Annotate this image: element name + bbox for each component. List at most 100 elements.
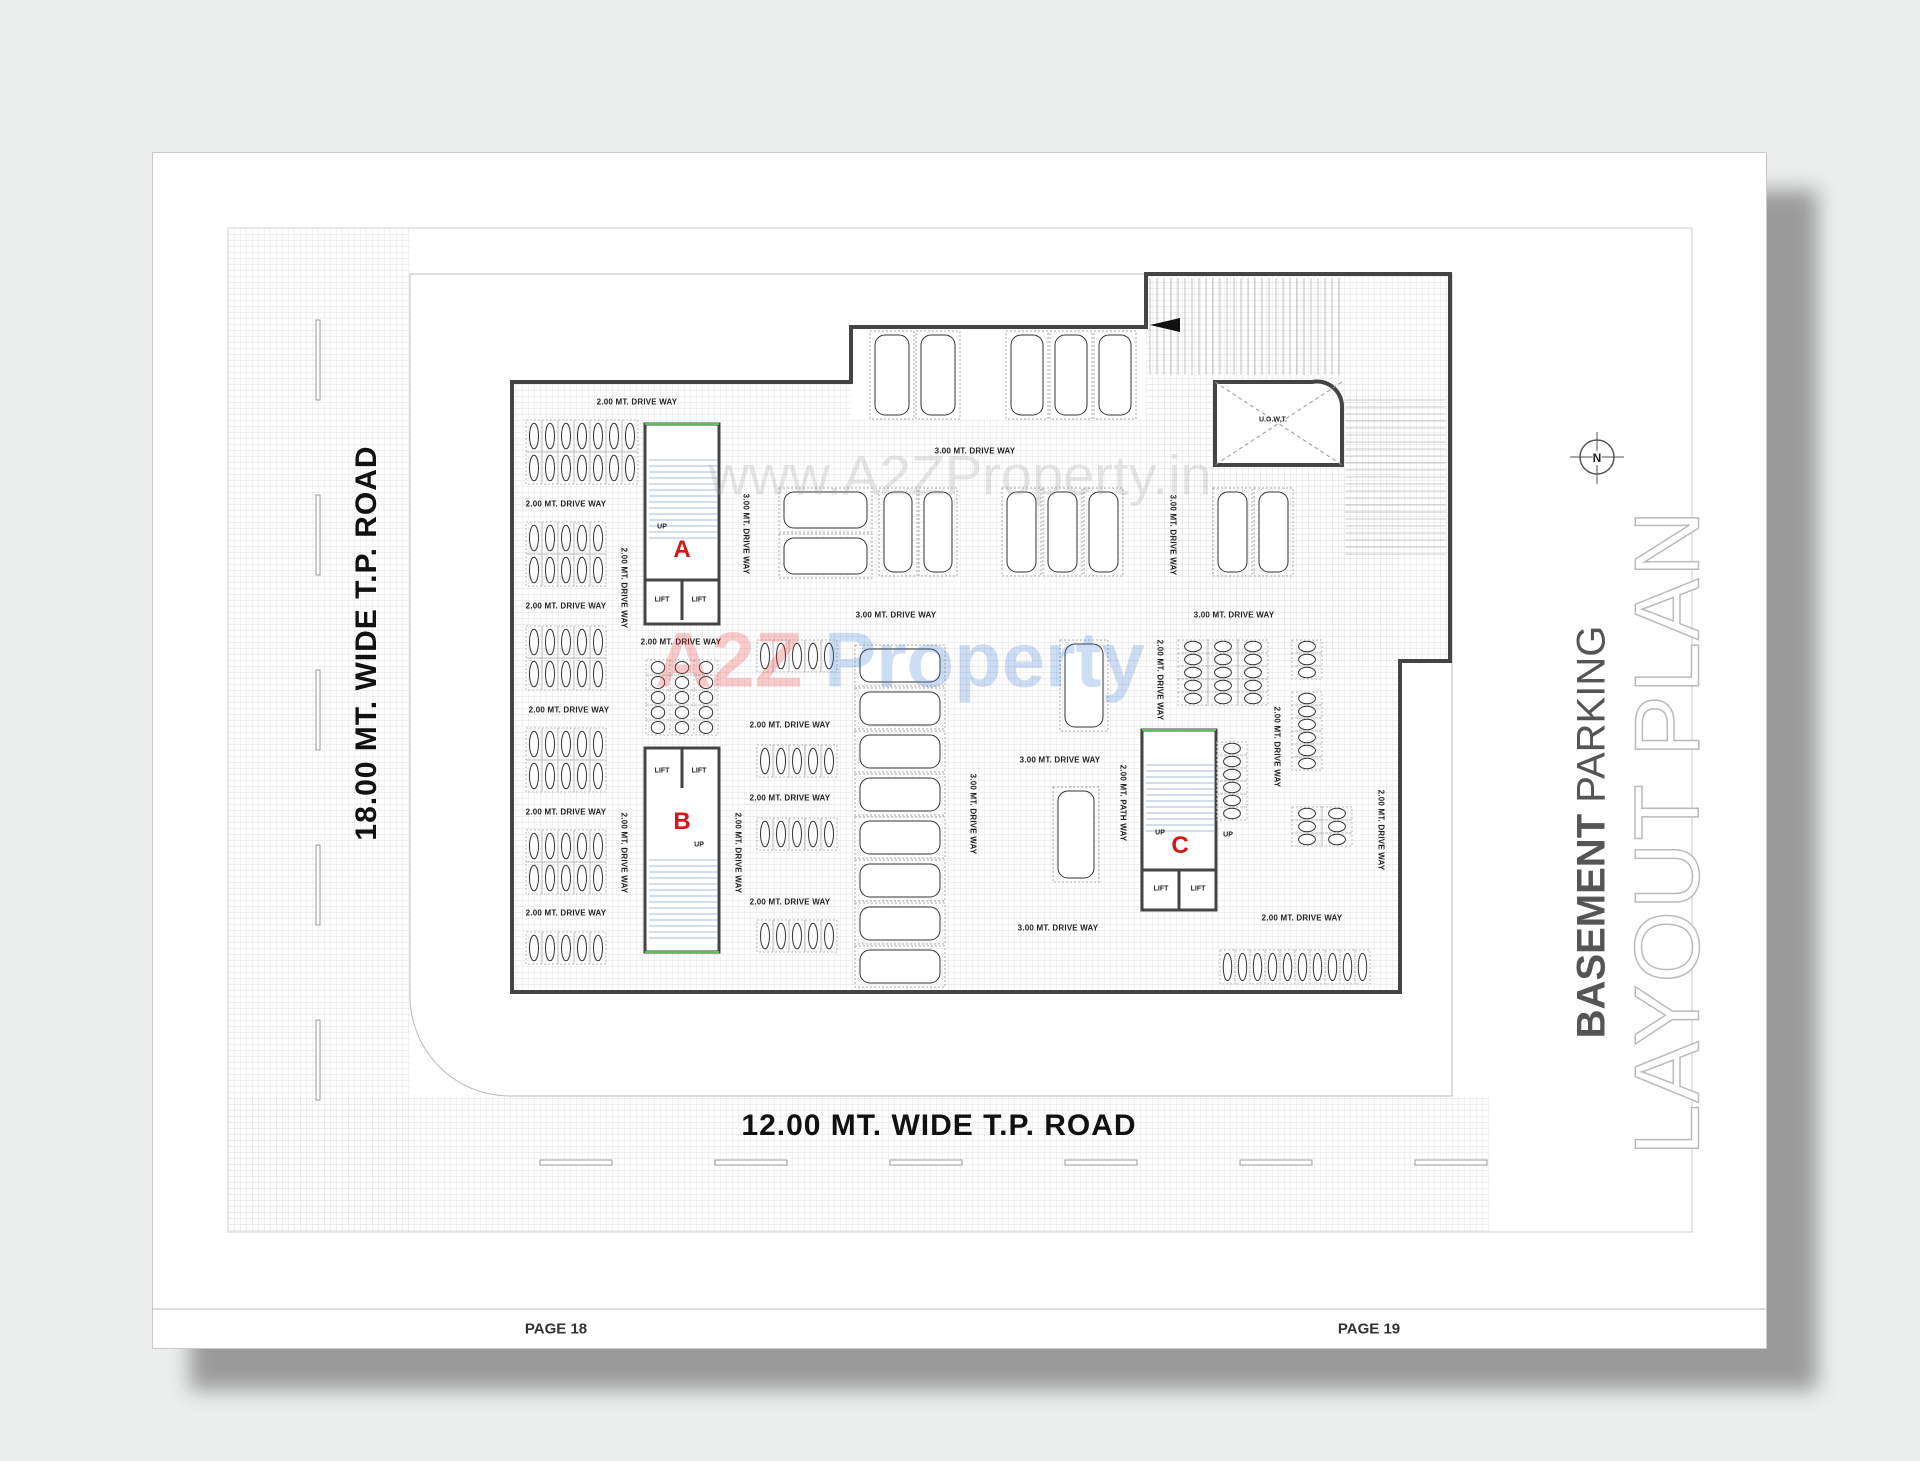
bike-slot	[589, 553, 607, 587]
lift-label: LIFT	[654, 596, 670, 604]
lane-marking	[539, 1159, 613, 1166]
lift-label: LIFT	[654, 767, 670, 775]
car-icon	[783, 491, 868, 529]
lane-marking	[1239, 1159, 1313, 1166]
bike-icon	[593, 660, 603, 688]
bike-icon	[1298, 731, 1316, 744]
driveway-label: 2.00 MT. DRIVE WAY	[733, 812, 743, 894]
bike-slot	[1237, 665, 1269, 680]
driveway-label: 3.00 MT. DRIVE WAY	[1019, 755, 1101, 765]
two-wheeler-parking-slots	[525, 419, 1371, 985]
bike-icon	[1223, 768, 1241, 781]
bike-slot	[1237, 652, 1269, 667]
bike-icon	[1328, 820, 1346, 833]
car-slot	[854, 902, 946, 945]
bike-slot	[693, 689, 719, 706]
bike-icon	[1298, 757, 1316, 770]
bike-slot	[645, 719, 671, 736]
car-icon	[1054, 334, 1088, 416]
left-road-label: 18.00 MT. WIDE T.P. ROAD	[350, 445, 383, 841]
driveway-label: 2.00 MT. DRIVE WAY	[1376, 789, 1386, 871]
bike-icon	[593, 864, 603, 892]
title-layout-plan: LAYOUT PLAN	[1616, 508, 1720, 1157]
bike-slot	[1207, 678, 1239, 693]
bike-icon	[593, 524, 603, 552]
bike-icon	[808, 642, 818, 670]
bike-slot	[669, 704, 695, 721]
bike-icon	[529, 422, 539, 450]
driveway-label: 3.00 MT. DRIVE WAY	[934, 446, 1016, 456]
car-slot	[854, 859, 946, 902]
bike-icon	[577, 422, 587, 450]
bike-icon	[674, 691, 690, 704]
driveway-label: 2.00 MT. DRIVE WAY	[640, 637, 722, 647]
bike-slot	[1291, 832, 1323, 847]
bike-icon	[792, 820, 802, 848]
car-icon	[1057, 790, 1095, 879]
bike-slot	[693, 659, 719, 676]
car-icon	[1047, 491, 1078, 573]
lift-label: LIFT	[691, 767, 707, 775]
bike-icon	[1298, 640, 1316, 653]
car-slot	[854, 945, 946, 988]
title-basement-parking: BASEMENT PARKING	[1569, 625, 1614, 1039]
bike-icon	[561, 934, 571, 962]
bike-icon	[1184, 666, 1202, 679]
bike-icon	[529, 934, 539, 962]
bike-icon	[1214, 640, 1232, 653]
bike-slot	[1177, 691, 1209, 706]
bike-slot	[1207, 652, 1239, 667]
driveway-label: 2.00 MT. DRIVE WAY	[525, 908, 607, 918]
car-parking-slots	[778, 330, 1294, 988]
bike-icon	[1298, 653, 1316, 666]
bike-slot	[1207, 639, 1239, 654]
car-icon	[859, 777, 941, 812]
bike-slot	[1291, 665, 1323, 680]
core-b-label: B	[673, 808, 691, 835]
bike-icon	[561, 628, 571, 656]
bike-slot	[1291, 639, 1323, 654]
lane-marking	[714, 1159, 788, 1166]
bike-slot	[820, 744, 838, 778]
bike-icon	[650, 691, 666, 704]
driveway-label: 3.00 MT. DRIVE WAY	[1017, 923, 1099, 933]
bike-icon	[674, 676, 690, 689]
bike-icon	[1328, 833, 1346, 846]
car-slot	[854, 644, 946, 687]
bike-slot	[1216, 767, 1248, 782]
car-slot	[778, 487, 873, 533]
driveway-label: 2.00 MT. PATH WAY	[1118, 764, 1128, 842]
bike-icon	[650, 661, 666, 674]
bike-slot	[820, 919, 838, 953]
car-slot	[854, 687, 946, 730]
watermark-logo: A2Z Property	[655, 615, 1145, 704]
car-icon	[1098, 334, 1132, 416]
bike-icon	[529, 864, 539, 892]
bike-icon	[1312, 952, 1323, 982]
bike-icon	[545, 422, 555, 450]
bike-icon	[698, 676, 714, 689]
bike-slot	[1291, 743, 1323, 758]
bike-slot	[669, 674, 695, 691]
driveway-label: 2.00 MT. DRIVE WAY	[1155, 639, 1165, 721]
compass-n-label: N	[1592, 451, 1602, 465]
bike-icon	[1298, 718, 1316, 731]
bike-icon	[593, 454, 603, 482]
bike-slot	[621, 451, 639, 485]
car-slot	[878, 487, 918, 577]
bike-icon	[1214, 692, 1232, 705]
car-icon	[859, 734, 941, 769]
bike-icon	[593, 934, 603, 962]
bike-icon	[561, 762, 571, 790]
driveway-label: 3.00 MT. DRIVE WAY	[968, 773, 978, 855]
bike-icon	[1214, 679, 1232, 692]
bike-icon	[609, 422, 619, 450]
driveway-label: 2.00 MT. DRIVE WAY	[525, 601, 607, 611]
driveway-label: 2.00 MT. DRIVE WAY	[596, 397, 678, 407]
bike-slot	[1354, 949, 1371, 985]
bike-icon	[561, 660, 571, 688]
bike-icon	[1214, 666, 1232, 679]
car-icon	[1217, 491, 1248, 573]
car-slot	[1059, 639, 1109, 732]
